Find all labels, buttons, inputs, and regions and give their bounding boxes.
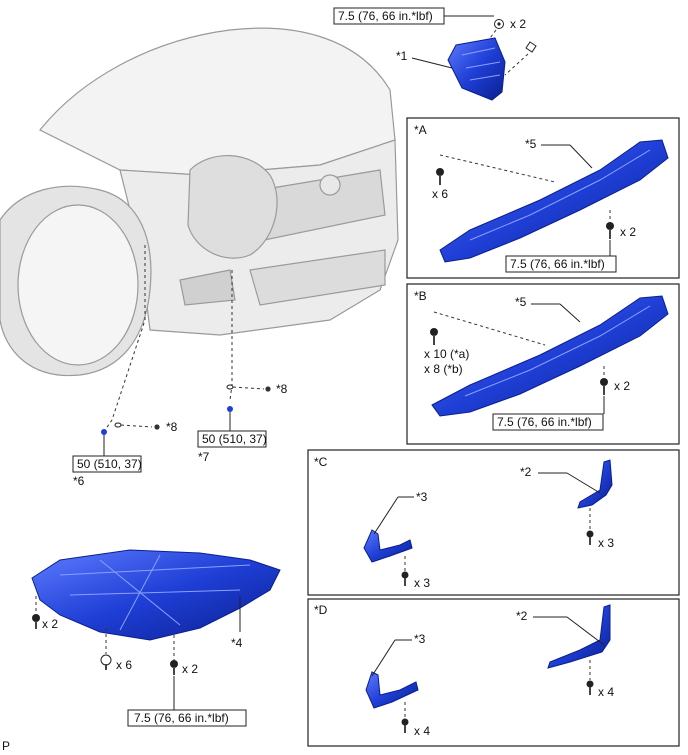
panel-b — [406, 283, 680, 445]
qty-4-left: x 2 — [42, 617, 58, 631]
part-label-5-a: *5 — [525, 137, 537, 151]
bolt-4-left: x 2 — [32, 614, 58, 631]
torque-box-4: 7.5 (76, 66 in.*lbf) — [134, 711, 229, 725]
panel-a-content: *5 x 6 x 2 7.5 (76, 66 in.*lbf) — [432, 137, 669, 273]
part-label-4: *4 — [231, 636, 243, 650]
bolt-d-right: x 4 — [586, 680, 614, 699]
clip-marker-left: *8 — [114, 420, 178, 434]
qty-b-right: x 2 — [614, 379, 630, 393]
bolt-7: 50 (510, 37) *7 — [197, 406, 267, 464]
bolt-a-right: x 2 — [606, 222, 636, 239]
panel-d — [307, 598, 680, 747]
corner-mark: P — [2, 739, 10, 753]
torque-box-b: 7.5 (76, 66 in.*lbf) — [497, 415, 592, 429]
panel-a — [406, 117, 680, 279]
panel-a-label: *A — [414, 123, 427, 137]
bolt-d-left: x 4 — [401, 718, 430, 738]
panel-c-content: *3 x 3 *2 x 3 — [363, 459, 614, 590]
torque-box-a: 7.5 (76, 66 in.*lbf) — [510, 257, 605, 271]
part-label-5-b: *5 — [515, 295, 527, 309]
qty-c-right: x 3 — [598, 536, 614, 550]
part-label-7: *7 — [198, 450, 210, 464]
qty-c-left: x 3 — [414, 576, 430, 590]
part-4-group: x 2 x 6 x 2 7.5 (76, 66 in.*lbf) *4 — [31, 549, 281, 727]
torque-box-1: 7.5 (76, 66 in.*lbf) — [338, 9, 433, 23]
vehicle-front-illustration — [0, 27, 399, 377]
part-label-6: *6 — [73, 474, 85, 488]
panel-d-content: *3 x 4 *2 x 4 — [365, 604, 614, 738]
bolt-4-right: x 2 — [170, 660, 198, 676]
qty-4-center: x 6 — [116, 658, 132, 672]
qty-d-left: x 4 — [414, 724, 430, 738]
panel-c — [307, 449, 680, 596]
part-label-1: *1 — [396, 49, 408, 63]
part-label-3-c: *3 — [416, 490, 428, 504]
qty-b-a: x 10 (*a) — [424, 347, 469, 361]
bolt-6: 50 (510, 37) *6 — [72, 429, 142, 488]
bolt-b-left: x 10 (*a) x 8 (*b) — [424, 328, 469, 376]
qty-b-b: x 8 (*b) — [424, 362, 463, 376]
leader-bumper-left — [104, 245, 146, 431]
bolt-b-right: x 2 — [600, 378, 630, 395]
part-label-3-d: *3 — [414, 632, 426, 646]
qty-4-right: x 2 — [182, 662, 198, 676]
qty-a-left: x 6 — [432, 187, 448, 201]
qty-a-right: x 2 — [620, 225, 636, 239]
torque-box-6: 50 (510, 37) — [77, 457, 142, 471]
panel-c-label: *C — [314, 455, 328, 469]
panel-b-content: *5 x 10 (*a) x 8 (*b) x 2 7.5 (76, 66 in… — [424, 295, 669, 431]
bolt-c-left: x 3 — [401, 571, 430, 590]
part-1-group: 7.5 (76, 66 in.*lbf) x 2 *1 — [333, 7, 537, 101]
bolt-4-center: x 6 — [100, 654, 132, 672]
torque-box-7: 50 (510, 37) — [202, 432, 267, 446]
panel-b-label: *B — [414, 289, 427, 303]
panel-d-label: *D — [314, 603, 328, 617]
qty-d-right: x 4 — [598, 685, 614, 699]
part-label-2-d: *2 — [516, 609, 528, 623]
qty-part-1: x 2 — [510, 17, 526, 31]
clip-marker-right: *8 — [226, 382, 288, 396]
part-label-8-lower: *8 — [166, 420, 178, 434]
bolt-c-right: x 3 — [586, 530, 614, 550]
part-label-8-upper: *8 — [276, 382, 288, 396]
part-label-2-c: *2 — [520, 465, 532, 479]
bolt-a-left: x 6 — [432, 168, 448, 201]
